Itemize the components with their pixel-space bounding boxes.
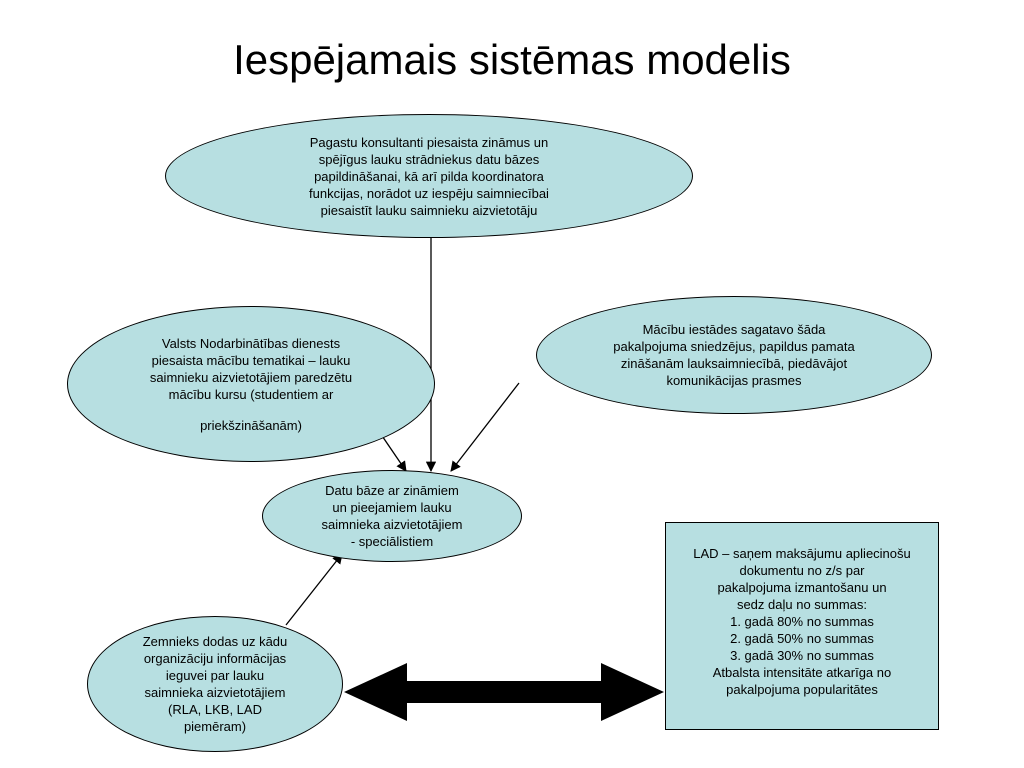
node-text-line: spējīgus lauku strādniekus datu bāzes	[318, 151, 540, 167]
node-text-line: priekšzināšanām)	[200, 417, 302, 433]
node-text-line: mācību kursu (studentiem ar	[168, 386, 334, 402]
schools-node: Mācību iestādes sagatavo šāda pakalpojum…	[536, 296, 932, 414]
node-text-line: Zemnieks dodas uz kādu	[142, 634, 288, 649]
node-text-line: saimnieku aizvietotājiem paredzētu	[149, 369, 353, 385]
arrow-schools-to-database	[450, 382, 520, 472]
node-text-line: (RLA, LKB, LAD	[168, 702, 262, 717]
node-text-line: Pagastu konsultanti piesaista zināmus un	[309, 134, 549, 150]
node-text-line: un pieejamiem lauku	[332, 500, 452, 515]
farmer-node: Zemnieks dodas uz kādu organizāciju info…	[87, 616, 343, 752]
node-text-line: saimnieka aizvietotājiem	[144, 685, 286, 700]
node-text-line: 1. gadā 80% no summas	[730, 614, 874, 629]
arrow-farmer-to-database	[285, 553, 343, 626]
lad-box: LAD – saņem maksājumu apliecinošu dokume…	[665, 522, 939, 730]
node-text-line: Atbalsta intensitāte atkarīga no	[712, 665, 892, 680]
node-text-line: Datu bāze ar zināmiem	[325, 483, 459, 498]
node-text-line: pakalpojuma sniedzējus, papildus pamata	[613, 339, 855, 354]
node-text-line: piesaistīt lauku saimnieku aizvietotāju	[320, 202, 538, 218]
node-text-line: 2. gadā 50% no summas	[730, 631, 874, 646]
node-text-line: Valsts Nodarbinātības dienests	[161, 335, 341, 351]
employment-service-node: Valsts Nodarbinātības dienests piesaista…	[67, 306, 435, 462]
node-text-line: zināšanām lauksaimniecībā, piedāvājot	[620, 356, 848, 371]
node-text-line: papildināšanai, kā arī pilda koordinator…	[314, 168, 544, 184]
node-text-line: pakalpojuma popularitātes	[726, 682, 878, 697]
node-text-line: komunikācijas prasmes	[666, 373, 802, 388]
node-text-line: piesaista mācību tematikai – lauku	[151, 352, 351, 368]
node-text-line: ieguvei par lauku	[165, 668, 265, 683]
node-text-line: LAD – saņem maksājumu apliecinošu	[693, 546, 911, 561]
node-text-line: sedz daļu no summas:	[736, 597, 868, 612]
node-text-line: dokumentu no z/s par	[739, 563, 865, 578]
consultants-node: Pagastu konsultanti piesaista zināmus un…	[165, 114, 693, 238]
node-text-line: 3. gadā 30% no summas	[730, 648, 874, 663]
node-text-line: piemēram)	[183, 719, 247, 734]
node-text-line: - speciālistiem	[350, 534, 434, 549]
node-text-line: saimnieka aizvietotājiem	[321, 517, 463, 532]
double-arrow-farmer-lad	[344, 663, 664, 721]
diagram-title: Iespējamais sistēmas modelis	[233, 36, 791, 83]
database-node: Datu bāze ar zināmiem un pieejamiem lauk…	[262, 470, 522, 562]
node-text-line: pakalpojuma izmantošanu un	[717, 580, 887, 595]
node-text-line: funkcijas, norādot uz iespēju saimniecīb…	[309, 185, 549, 201]
node-text-line: Mācību iestādes sagatavo šāda	[642, 322, 826, 337]
node-text-line: organizāciju informācijas	[143, 651, 287, 666]
